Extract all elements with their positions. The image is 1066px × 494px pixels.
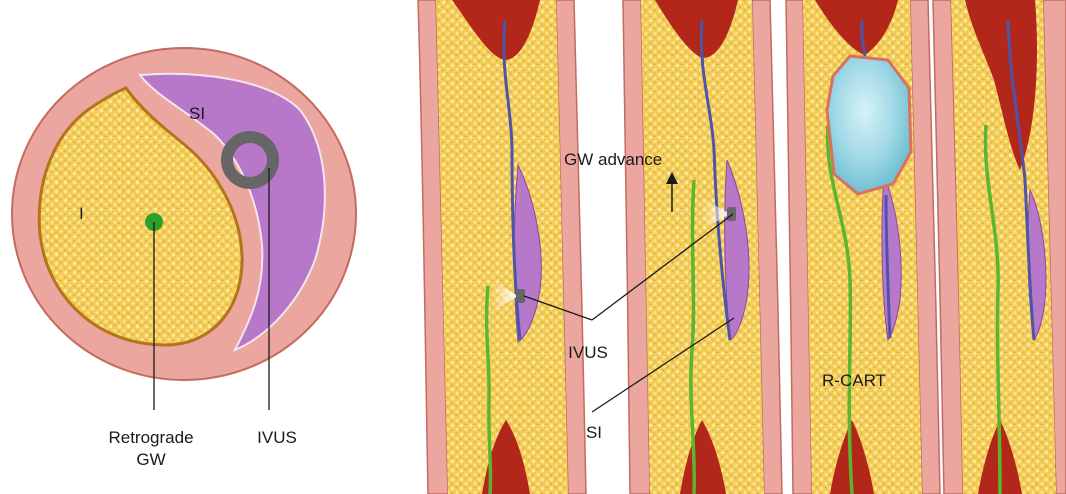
cross-section: SI I Retrograde GW IVUS — [12, 48, 356, 469]
label-gw-advance: GW advance — [564, 150, 662, 169]
label-si-longitudinal: SI — [586, 423, 602, 442]
label-true-lumen: I — [79, 204, 84, 223]
label-si-cross-section: SI — [189, 104, 205, 123]
label-ivus-longitudinal: IVUS — [568, 343, 608, 362]
balloon-icon — [827, 56, 911, 194]
ivus-catheter-icon — [727, 207, 736, 221]
label-r-cart: R-CART — [822, 371, 886, 390]
plaque-body — [436, 0, 568, 494]
label-ivus-cross-section: IVUS — [257, 428, 297, 447]
vessel-panel-1 — [418, 0, 586, 494]
label-retrograde-gw-line2: GW — [136, 450, 165, 469]
ivus-catheter-icon — [516, 289, 525, 303]
label-retrograde-gw-line1: Retrograde — [108, 428, 193, 447]
vessel-panel-3: R-CART — [786, 0, 940, 494]
vessel-panel-4 — [933, 0, 1066, 494]
vessel-panel-2: GW advance — [564, 0, 782, 494]
